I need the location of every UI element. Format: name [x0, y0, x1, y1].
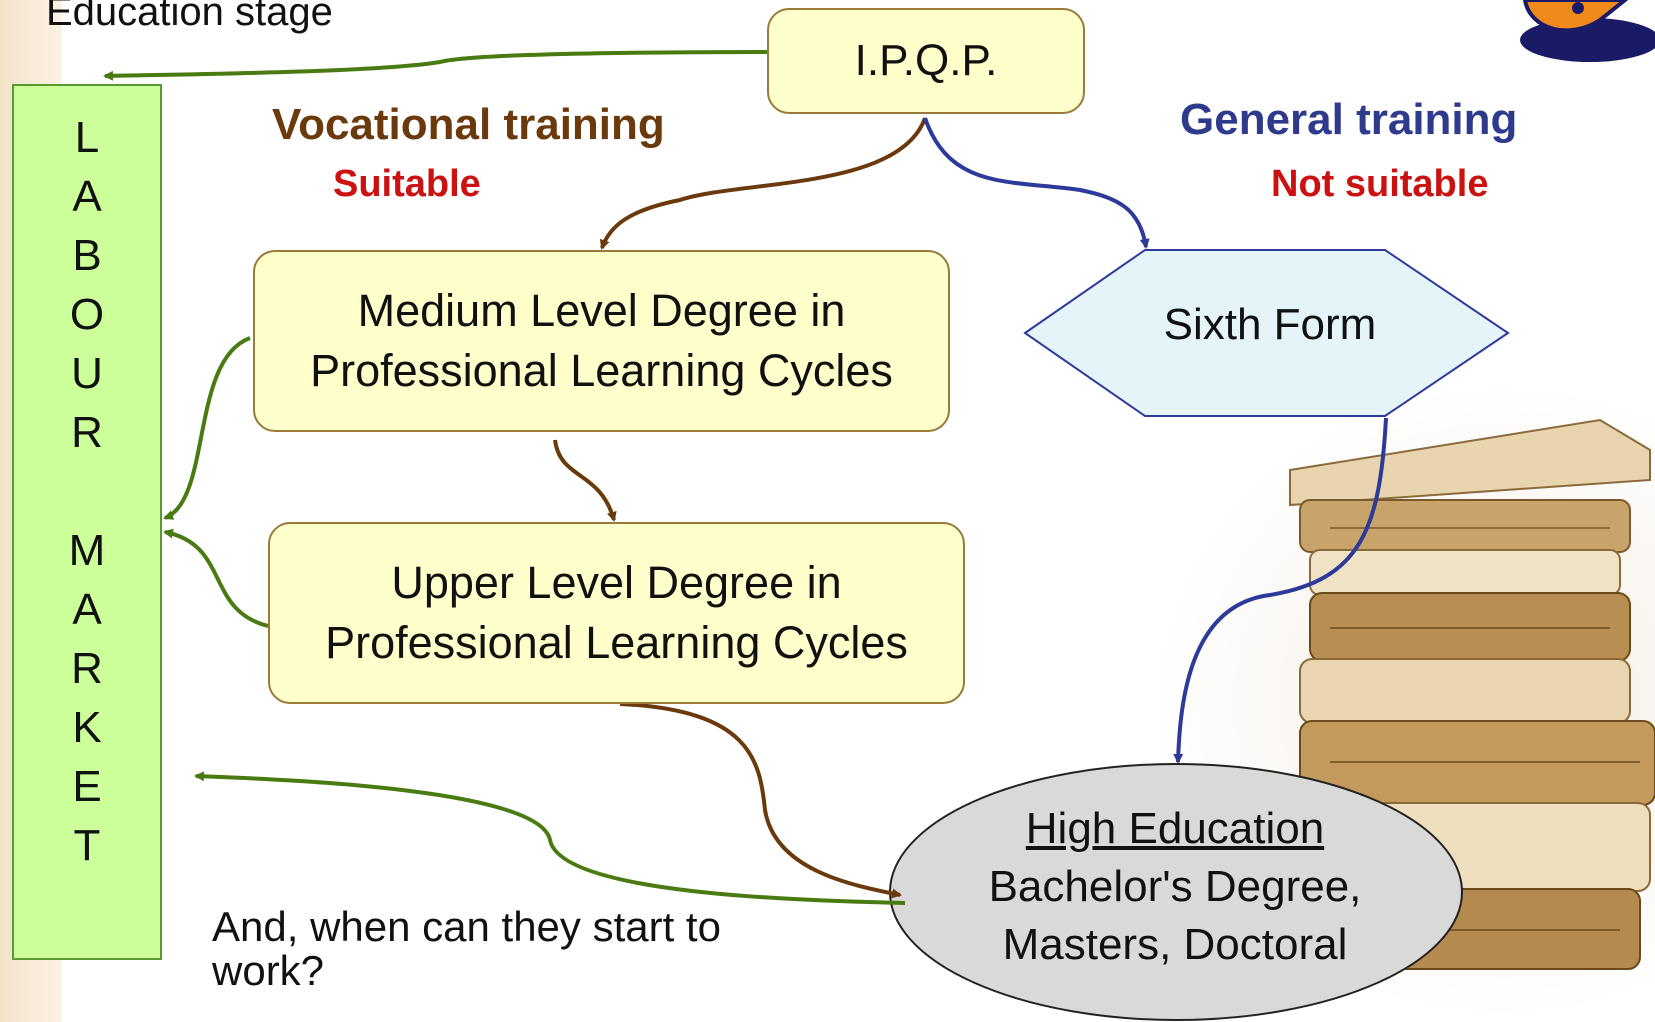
arrow-high-to-labour — [194, 771, 906, 905]
sixth-form-hexagon — [1023, 249, 1510, 417]
arrow-upper-to-high — [619, 702, 902, 899]
general-training-label: General training — [1180, 95, 1518, 144]
high-education-label: High Education Bachelor's Degree, Master… — [905, 800, 1445, 974]
vocational-training-label: Vocational training — [272, 100, 665, 149]
mascot-logo — [1520, 0, 1655, 62]
labour-market-box: L A B O U R M A R K E T — [12, 84, 162, 960]
start-work-question: And, when can they start to work? — [212, 903, 721, 994]
sixth-form-label: Sixth Form — [1163, 300, 1377, 349]
high-education-title: High Education — [1025, 804, 1325, 853]
medium-level-line1: Medium Level Degree in — [357, 285, 846, 336]
upper-level-degree-box: Upper Level Degree in Professional Learn… — [268, 522, 965, 704]
arrow-ipqp-to-labour — [103, 50, 781, 81]
upper-level-line1: Upper Level Degree in — [391, 557, 842, 608]
medium-level-degree-box: Medium Level Degree in Professional Lear… — [253, 250, 950, 432]
ipqp-box: I.P.Q.P. — [767, 8, 1085, 114]
upper-level-line2: Professional Learning Cycles — [325, 617, 908, 668]
high-education-line3: Masters, Doctoral — [1002, 920, 1348, 969]
arrow-ipqp-to-medium — [599, 117, 927, 250]
medium-level-line2: Professional Learning Cycles — [310, 345, 893, 396]
arrow-upper-to-labour — [163, 528, 269, 628]
vocational-suitable-label: Suitable — [333, 163, 481, 205]
general-not-suitable-label: Not suitable — [1271, 163, 1489, 205]
ipqp-label: I.P.Q.P. — [854, 36, 998, 85]
arrow-medium-to-upper — [553, 439, 617, 522]
arrow-sixth-to-high — [1173, 417, 1388, 764]
arrow-medium-to-labour — [163, 336, 251, 520]
arrow-ipqp-to-sixth — [923, 117, 1150, 249]
education-stage-title: Education stage — [46, 0, 333, 34]
books-stack-image — [1289, 418, 1655, 970]
high-education-line2: Bachelor's Degree, — [988, 862, 1362, 911]
labour-market-label: L A B O U R M A R K E T — [68, 113, 106, 870]
